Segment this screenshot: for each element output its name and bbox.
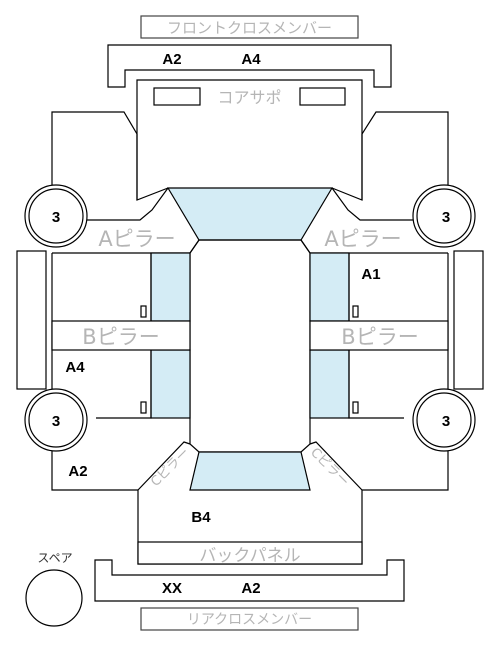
c-pillars (137, 441, 363, 491)
wheel-rear-right: 3 (412, 388, 476, 452)
windshield (166, 187, 334, 241)
back-panel-label: バックパネル (199, 546, 300, 566)
hood (136, 110, 363, 201)
left-rear-door-handle (140, 401, 147, 414)
right-front-door-handle (352, 305, 359, 318)
core-support (136, 79, 363, 110)
svg-text:3: 3 (442, 413, 450, 430)
front-cross-member-box (140, 15, 359, 39)
window-left-front (150, 252, 191, 322)
back-panel (137, 541, 363, 565)
svg-text:3: 3 (52, 209, 60, 226)
front-cross-member-label: フロントクロスメンバー (167, 19, 332, 37)
trunk-grade: B4 (191, 509, 211, 526)
svg-text:3: 3 (52, 413, 60, 430)
front-fenders (51, 111, 449, 244)
b-pillar-right (309, 320, 449, 351)
right-front-door-grade: A1 (361, 266, 380, 283)
b-pillar-left-label: Bピラー (82, 325, 159, 349)
left-side-sill (16, 250, 47, 390)
left-front-door-handle (140, 305, 147, 318)
b-pillar-left (51, 320, 191, 351)
right-side-sill (453, 250, 484, 390)
headlight-left (153, 87, 201, 106)
rear-cross-member-label: リアクロスメンバー (187, 612, 312, 628)
spare-label: スペア (37, 551, 72, 565)
c-pillar-right-label: Cピラー (307, 445, 352, 490)
spare-tire (25, 569, 83, 627)
front-cross-grade-right: A4 (241, 51, 261, 68)
rear-cross-member (94, 559, 405, 602)
window-right-front (309, 252, 350, 322)
wheel-front-left: 3 (24, 184, 88, 248)
front-cross-member (107, 44, 392, 88)
c-pillar-left-label: Cピラー (148, 445, 193, 490)
svg-text:3: 3 (442, 209, 450, 226)
front-cross-grade-left: A2 (162, 51, 181, 68)
left-rear-quarter-grade: A2 (68, 463, 87, 480)
rear-window (189, 451, 311, 491)
headlight-right (299, 87, 346, 106)
a-pillar-left-label: Aピラー (98, 227, 175, 251)
window-right-rear (309, 349, 350, 419)
right-doors (348, 253, 449, 491)
left-rear-door-grade: A4 (65, 359, 85, 376)
roof (189, 239, 311, 453)
right-rear-door-handle (352, 401, 359, 414)
b-pillar-right-label: Bピラー (341, 325, 418, 349)
rear-cross-grade-left: XX (162, 580, 182, 597)
core-support-label: コアサポ (217, 88, 281, 107)
rear-cross-grade-right: A2 (241, 580, 260, 597)
rear-cross-member-box (140, 607, 359, 631)
window-left-rear (150, 349, 191, 419)
wheel-front-right: 3 (412, 184, 476, 248)
wheel-rear-left: 3 (24, 388, 88, 452)
a-pillar-right-label: Aピラー (324, 227, 401, 251)
